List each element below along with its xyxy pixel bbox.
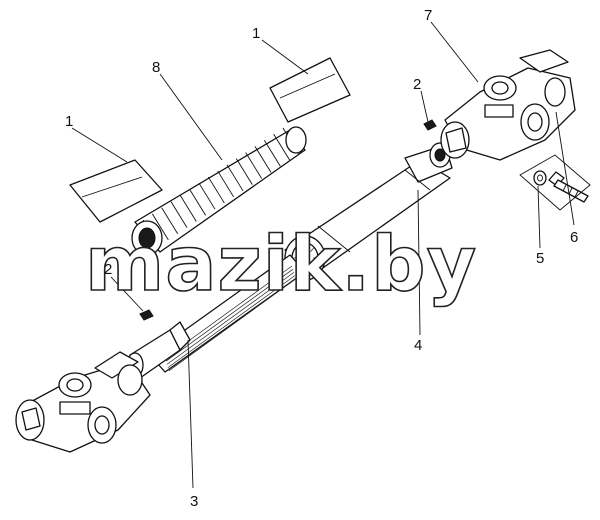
watermark-text: mazik.by	[85, 219, 477, 308]
splined-shaft-icon	[126, 254, 306, 379]
clamp-band-top-icon	[269, 57, 351, 123]
callout-4: 4	[414, 337, 422, 354]
key-upper-icon	[423, 119, 437, 131]
callout-7: 7	[424, 7, 432, 24]
washer-icon	[533, 170, 547, 186]
callout-6: 6	[570, 229, 578, 246]
leader-lines	[71, 21, 575, 489]
splined-sleeve-shaft-icon	[284, 142, 453, 281]
callout-8: 8	[152, 59, 160, 76]
clamp-band-left-icon	[69, 159, 163, 223]
callout-2-lower: 2	[104, 261, 112, 278]
callout-1-top: 1	[252, 25, 260, 42]
callout-2-upper: 2	[413, 76, 421, 93]
callout-3: 3	[190, 493, 198, 510]
callouts: 1 1 8 2 2 7 5 6 4 3	[65, 7, 578, 510]
lower-universal-joint-icon	[15, 351, 151, 453]
corrugated-boot-icon	[131, 126, 307, 256]
callout-5: 5	[536, 250, 544, 267]
universal-joint-yoke-icon	[440, 49, 576, 161]
bolt-icon	[548, 171, 589, 203]
key-lower-icon	[139, 309, 154, 321]
callout-1-left: 1	[65, 113, 73, 130]
